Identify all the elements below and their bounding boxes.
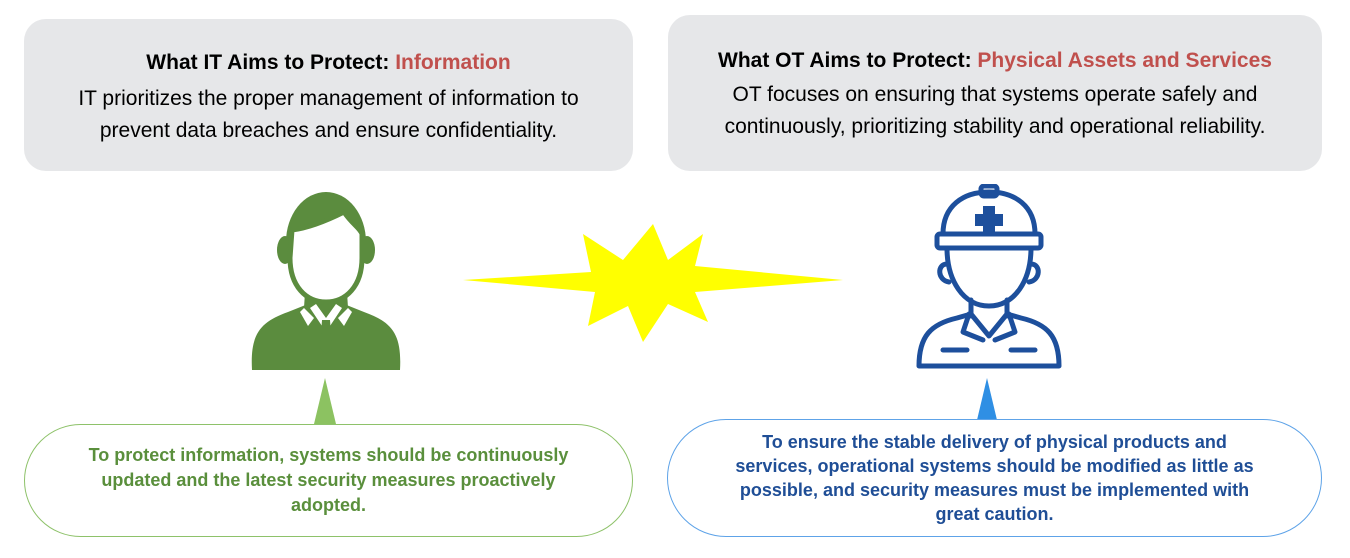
ot-card-body-line: OT focuses on ensuring that systems oper…: [732, 83, 1258, 106]
it-protection-card: What IT Aims to Protect: Information IT …: [24, 19, 633, 171]
collision-burst-icon: [463, 224, 843, 342]
ot-card-title-accent: Physical Assets and Services: [977, 49, 1272, 72]
ot-recommendation-bubble: To ensure the stable delivery of physica…: [667, 419, 1322, 537]
it-bubble-line: adopted.: [291, 495, 366, 515]
it-card-title-prefix: What IT Aims to Protect:: [146, 51, 396, 74]
it-card-title-accent: Information: [395, 51, 511, 74]
it-bubble-line: To protect information, systems should b…: [88, 445, 569, 465]
ot-bubble-line: possible, and security measures must be …: [739, 480, 1250, 500]
it-bubble-pointer: [314, 378, 336, 424]
ot-card-title-prefix: What OT Aims to Protect:: [718, 49, 978, 72]
worker-hardhat-icon: [916, 184, 1062, 369]
it-card-body-line: prevent data breaches and ensure confide…: [99, 119, 558, 142]
ot-bubble-line: services, operational systems should be …: [735, 456, 1254, 476]
ot-bubble-pointer: [977, 378, 997, 420]
ot-card-title: What OT Aims to Protect: Physical Assets…: [668, 48, 1322, 74]
it-card-body-line: IT prioritizes the proper management of …: [78, 87, 579, 110]
it-card-body: IT prioritizes the proper management of …: [24, 83, 633, 147]
ot-protection-card: What OT Aims to Protect: Physical Assets…: [668, 15, 1322, 171]
ot-card-body-line: continuously, prioritizing stability and…: [724, 115, 1266, 138]
businessman-icon: [251, 192, 401, 370]
it-recommendation-bubble: To protect information, systems should b…: [24, 424, 633, 537]
ot-bubble-line: To ensure the stable delivery of physica…: [762, 432, 1227, 452]
ot-card-body: OT focuses on ensuring that systems oper…: [668, 79, 1322, 143]
it-card-title: What IT Aims to Protect: Information: [24, 50, 633, 76]
ot-bubble-line: great caution.: [935, 504, 1054, 524]
it-bubble-line: updated and the latest security measures…: [101, 470, 556, 490]
